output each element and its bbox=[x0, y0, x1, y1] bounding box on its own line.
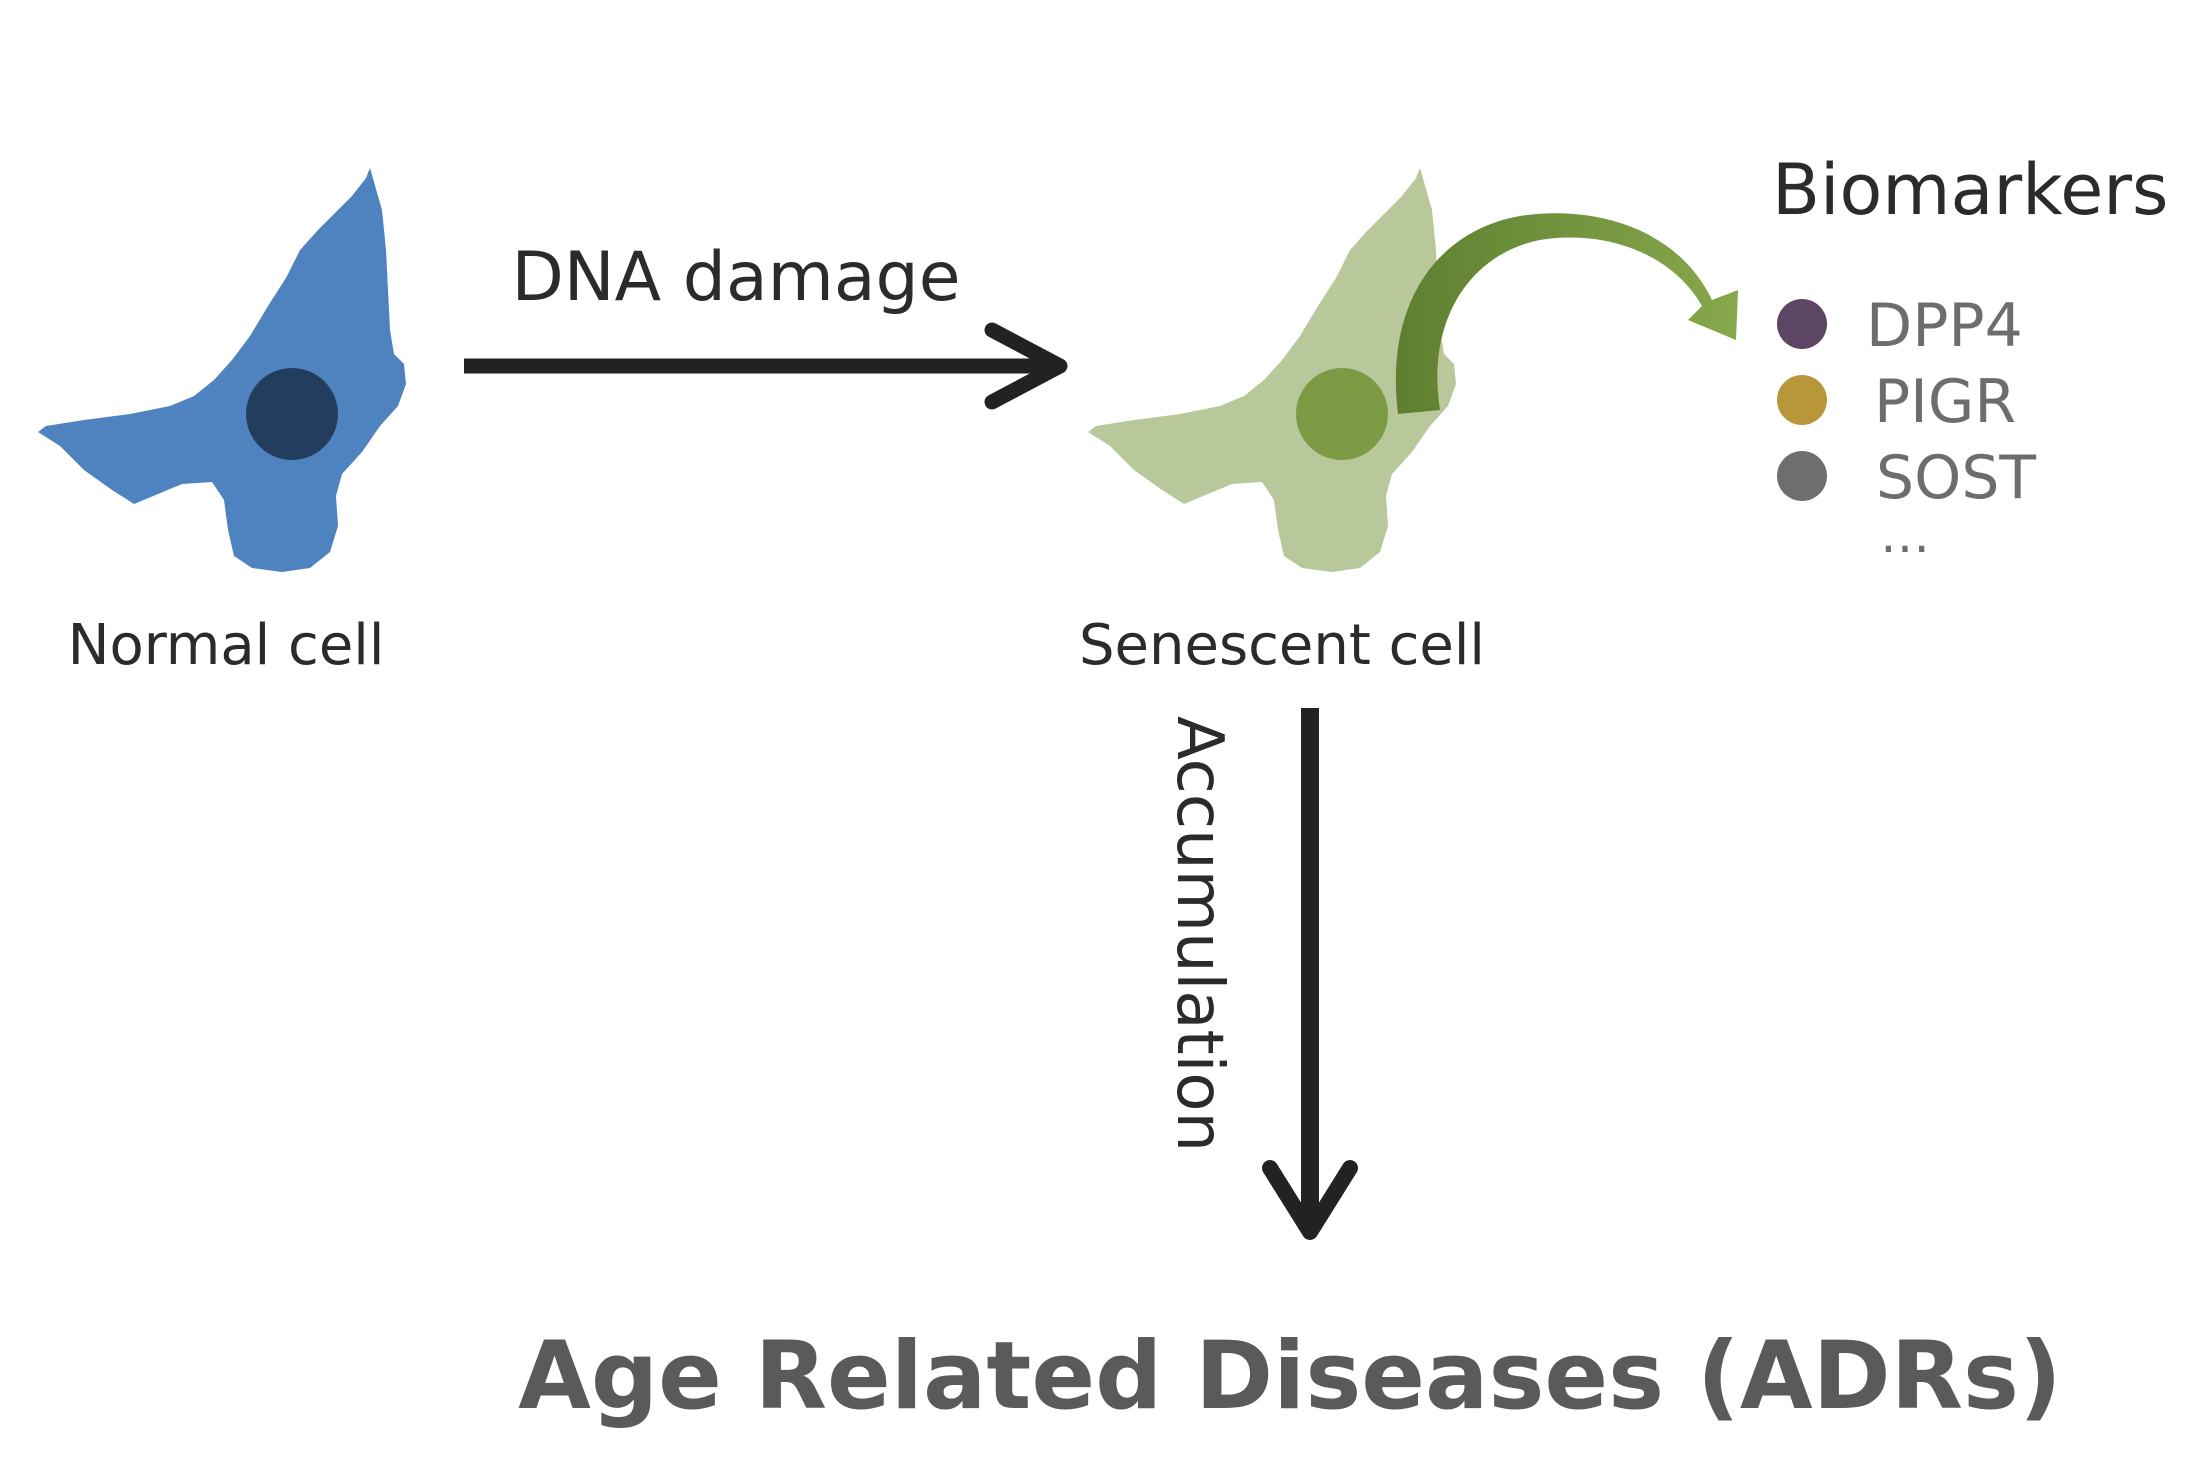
normal-cell-body bbox=[38, 168, 406, 572]
adr-title: Age Related Diseases (ADRs) bbox=[518, 1322, 2062, 1431]
normal-cell-label: Normal cell bbox=[68, 613, 385, 678]
biomarker-label-sost: SOST bbox=[1876, 443, 2036, 513]
senescent-cell-label: Senescent cell bbox=[1079, 613, 1485, 678]
secretion-arrow bbox=[1395, 213, 1738, 414]
biomarker-dot-pigr bbox=[1777, 375, 1827, 425]
senescent-cell bbox=[1088, 168, 1456, 572]
dna-damage-arrow bbox=[464, 322, 1068, 410]
accumulation-arrow bbox=[1262, 708, 1358, 1240]
senescent-cell-nucleus bbox=[1296, 368, 1388, 460]
biomarker-dot-sost bbox=[1777, 451, 1827, 501]
normal-cell-nucleus bbox=[246, 368, 338, 460]
biomarkers-title: Biomarkers bbox=[1772, 149, 2169, 231]
senescent-cell-body bbox=[1088, 168, 1456, 572]
biomarker-more: … bbox=[1880, 506, 1930, 564]
accumulation-label: Accumulation bbox=[1162, 716, 1236, 1152]
biomarker-label-pigr: PIGR bbox=[1874, 367, 2016, 437]
biomarker-dot-dpp4 bbox=[1777, 299, 1827, 349]
dna-damage-label: DNA damage bbox=[511, 238, 960, 317]
biomarker-list: DPP4 PIGR SOST … bbox=[1777, 291, 2036, 564]
normal-cell bbox=[38, 168, 406, 572]
biomarker-label-dpp4: DPP4 bbox=[1866, 291, 2023, 361]
